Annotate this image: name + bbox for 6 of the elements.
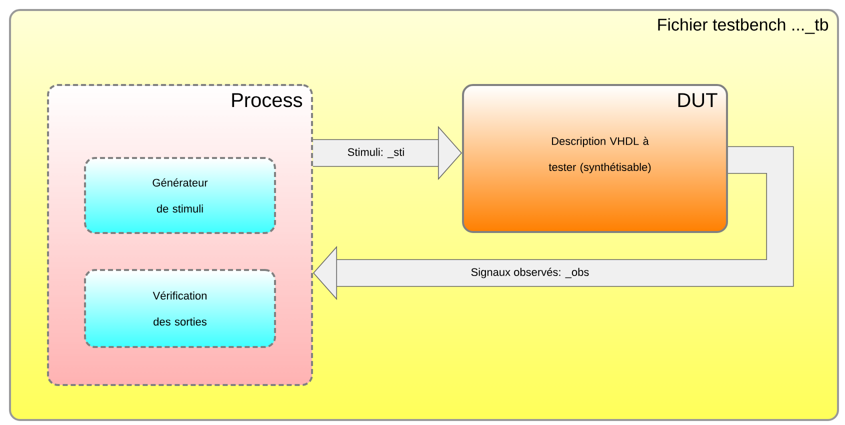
- process-box: Vérification des sorties: [84, 269, 276, 348]
- process-box: Générateur de stimuli: [84, 157, 276, 234]
- edge-label: Signaux observés: _obs: [471, 268, 589, 278]
- edge-label: Stimuli: _sti: [348, 148, 404, 158]
- dut-box: DUT Description VHDL à tester (synthétisable): [462, 84, 728, 233]
- block-arrow: [313, 146, 794, 300]
